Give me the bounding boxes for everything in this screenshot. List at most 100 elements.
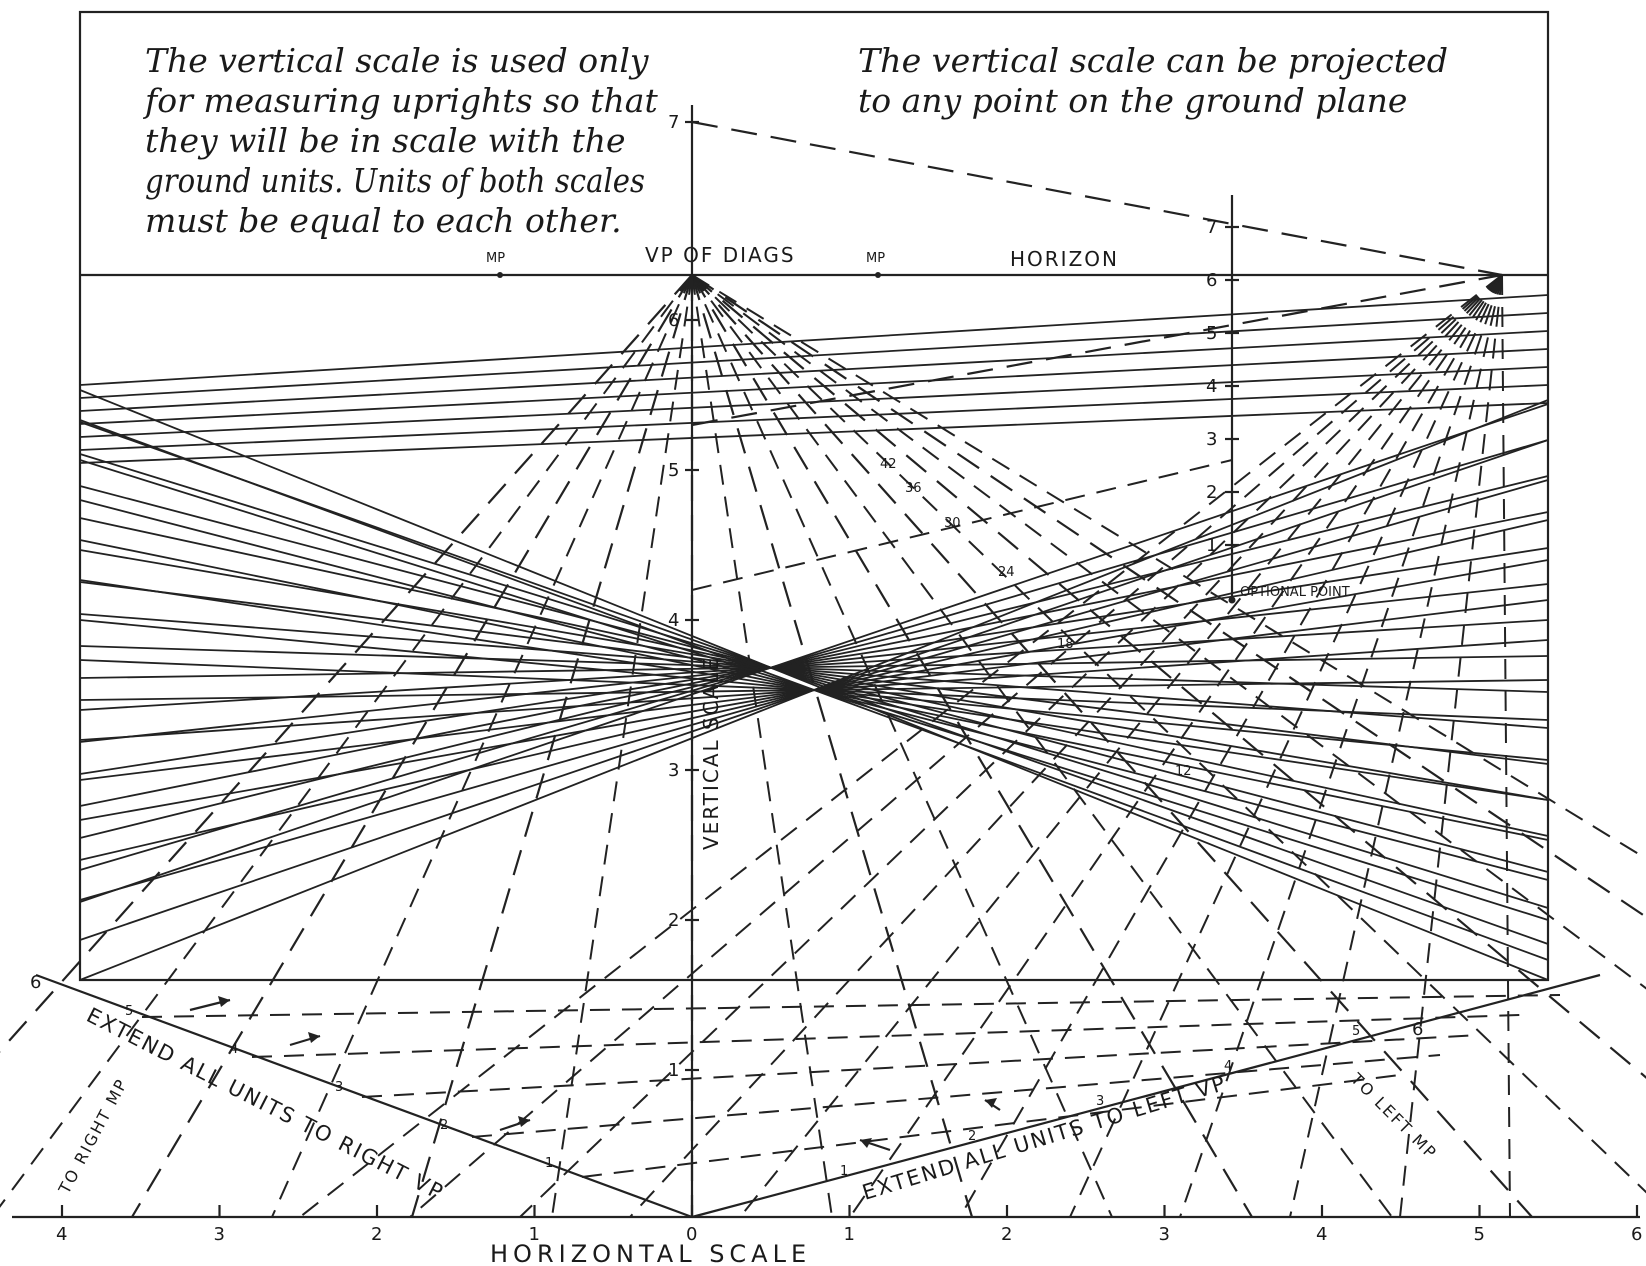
horizontal-scale-tick-label: 1	[844, 1224, 855, 1245]
foreground-unit-line	[581, 1074, 1401, 1178]
ray-to-vp-diags	[271, 274, 693, 1218]
ray-to-vp-diags	[691, 274, 1393, 1218]
note-right-line-1: The vertical scale can be projected	[858, 41, 1448, 80]
vertical-scale-tick-label: 1	[668, 1060, 679, 1081]
ray-to-right-point	[1069, 274, 1503, 1218]
far-ground-line	[79, 312, 1549, 399]
picture-frame	[78, 10, 1550, 982]
arrow-head	[218, 996, 230, 1007]
ground-grid-line-a	[79, 645, 1549, 693]
optional-scale-tick-label: 6	[1206, 270, 1217, 291]
diagonal-value-12: 12	[1175, 764, 1192, 779]
left-edge-unit-label: 4	[230, 1042, 238, 1057]
optional-scale-tick-label: 1	[1206, 535, 1217, 556]
horizontal-scale-tick-label: 5	[1474, 1224, 1485, 1245]
ray-to-vp-diags	[691, 274, 1253, 1218]
ground-grid-line-a	[79, 549, 1549, 801]
ray-to-vp-diags	[0, 274, 693, 1208]
note-left-line-3: they will be in scale with the	[145, 121, 626, 160]
ground-grid-line-a	[79, 517, 1549, 837]
mp-left-point	[497, 272, 503, 278]
foreground-unit-line	[141, 994, 1561, 1018]
note-left-line-2: for measuring uprights so that	[142, 81, 658, 120]
optional-scale-tick-label: 3	[1206, 429, 1217, 450]
horizontal-scale-tick-label: 1	[529, 1224, 540, 1245]
horizontal-scale-tick-label: 3	[214, 1224, 225, 1245]
construction-lines	[0, 120, 1646, 1219]
vertical-scale-tick-label: 7	[668, 112, 679, 133]
horizontal-scale-tick-label: 4	[1316, 1224, 1327, 1245]
ground-grid-line-a	[79, 421, 1549, 945]
ray-to-right-point	[959, 274, 1503, 1218]
optional-point-label: OPTIONAL POINT	[1240, 585, 1350, 600]
foreground-unit-line	[471, 1054, 1441, 1138]
optional-scale-tick-label: 2	[1206, 482, 1217, 503]
ground-grid-line-a	[79, 619, 1549, 711]
vertical-scale-tick-label: 5	[668, 460, 679, 481]
far-ground-line	[79, 330, 1549, 412]
ray-to-vp-diags	[410, 274, 694, 1218]
diagonal-value-24: 24	[998, 565, 1015, 580]
ground-grid-line-b	[79, 419, 1549, 961]
horizontal-scale-label: HORIZONTAL SCALE	[490, 1240, 811, 1266]
horizon-label: HORIZON	[1010, 247, 1119, 271]
note-left-line-5: must be equal to each other.	[145, 201, 622, 240]
note-right-line-2: to any point on the ground plane	[858, 81, 1407, 120]
right-mp-label: TO LEFT MP	[1346, 1069, 1441, 1164]
ground-grid-line-a	[79, 389, 1549, 981]
ground-grid-line-a	[79, 453, 1549, 909]
right-receding-edge	[691, 973, 1601, 1219]
far-ground-line	[79, 402, 1549, 464]
vp-diags-label: VP OF DIAGS	[645, 243, 796, 267]
left-edge-label: EXTEND ALL UNITS TO RIGHT VP	[83, 1003, 448, 1205]
ray-to-vp-diags	[690, 274, 974, 1218]
foreground-unit-line	[251, 1014, 1521, 1058]
ground-grid-line-a	[79, 547, 1549, 775]
ray-to-vp-diags	[691, 274, 1646, 990]
optional-scale-tick-label: 4	[1206, 376, 1217, 397]
ground-grid-line-a	[79, 485, 1549, 873]
right-edge-unit-label: 3	[1096, 1094, 1104, 1109]
ray-to-right-point	[519, 274, 1503, 1218]
left-edge-unit-label: 2	[440, 1118, 448, 1133]
note-left-line-1: The vertical scale is used only	[145, 41, 649, 80]
right-edge-unit-label: 5	[1352, 1024, 1360, 1039]
projection-line-mid	[691, 273, 1503, 427]
ground-grid-line-a	[79, 403, 1549, 903]
far-ground-line	[79, 384, 1549, 451]
vertical-scale-tick-label: 2	[668, 910, 679, 931]
note-left-line-4: ground units. Units of both scales	[145, 161, 645, 200]
diagonal-value-30: 30	[944, 516, 961, 531]
optional-scale-tick-label: 5	[1206, 323, 1217, 344]
diagonal-value-36: 36	[905, 481, 922, 496]
far-ground-line	[79, 294, 1549, 386]
arrow-head	[518, 1116, 530, 1127]
ray-to-vp-diags	[0, 274, 693, 1053]
vertical-scale-tick-label: 3	[668, 760, 679, 781]
right-edge-end-number: 6	[1412, 1019, 1423, 1040]
ground-grid-line-a	[79, 581, 1549, 765]
right-edge-unit-labels: 1 2 3 4 5	[840, 1024, 1360, 1179]
ground-grid-line-a	[79, 475, 1549, 839]
arrow-head	[308, 1032, 320, 1043]
diagonal-value-18: 18	[1057, 637, 1074, 652]
arrow-head	[985, 1098, 997, 1108]
left-edge-end-number: 6	[30, 972, 41, 993]
ground-grid-line-a	[79, 511, 1549, 807]
left-edge-unit-label: 1	[545, 1156, 553, 1171]
left-edge-unit-label: 5	[125, 1004, 133, 1019]
horizontal-scale-tick-label: 4	[56, 1224, 67, 1245]
right-edge-unit-label: 1	[840, 1164, 848, 1179]
ray-to-right-point	[1399, 274, 1503, 1218]
vertical-scale-label: VERTICAL SCALE	[699, 656, 723, 850]
optional-scale-tick-label: 7	[1206, 217, 1217, 238]
right-edge-unit-label: 4	[1224, 1059, 1232, 1074]
ray-to-right-point	[1501, 274, 1511, 1218]
right-edge-unit-label: 2	[968, 1129, 976, 1144]
ray-to-right-point	[739, 274, 1503, 1218]
horizontal-scale-tick-label: 0	[686, 1224, 697, 1245]
